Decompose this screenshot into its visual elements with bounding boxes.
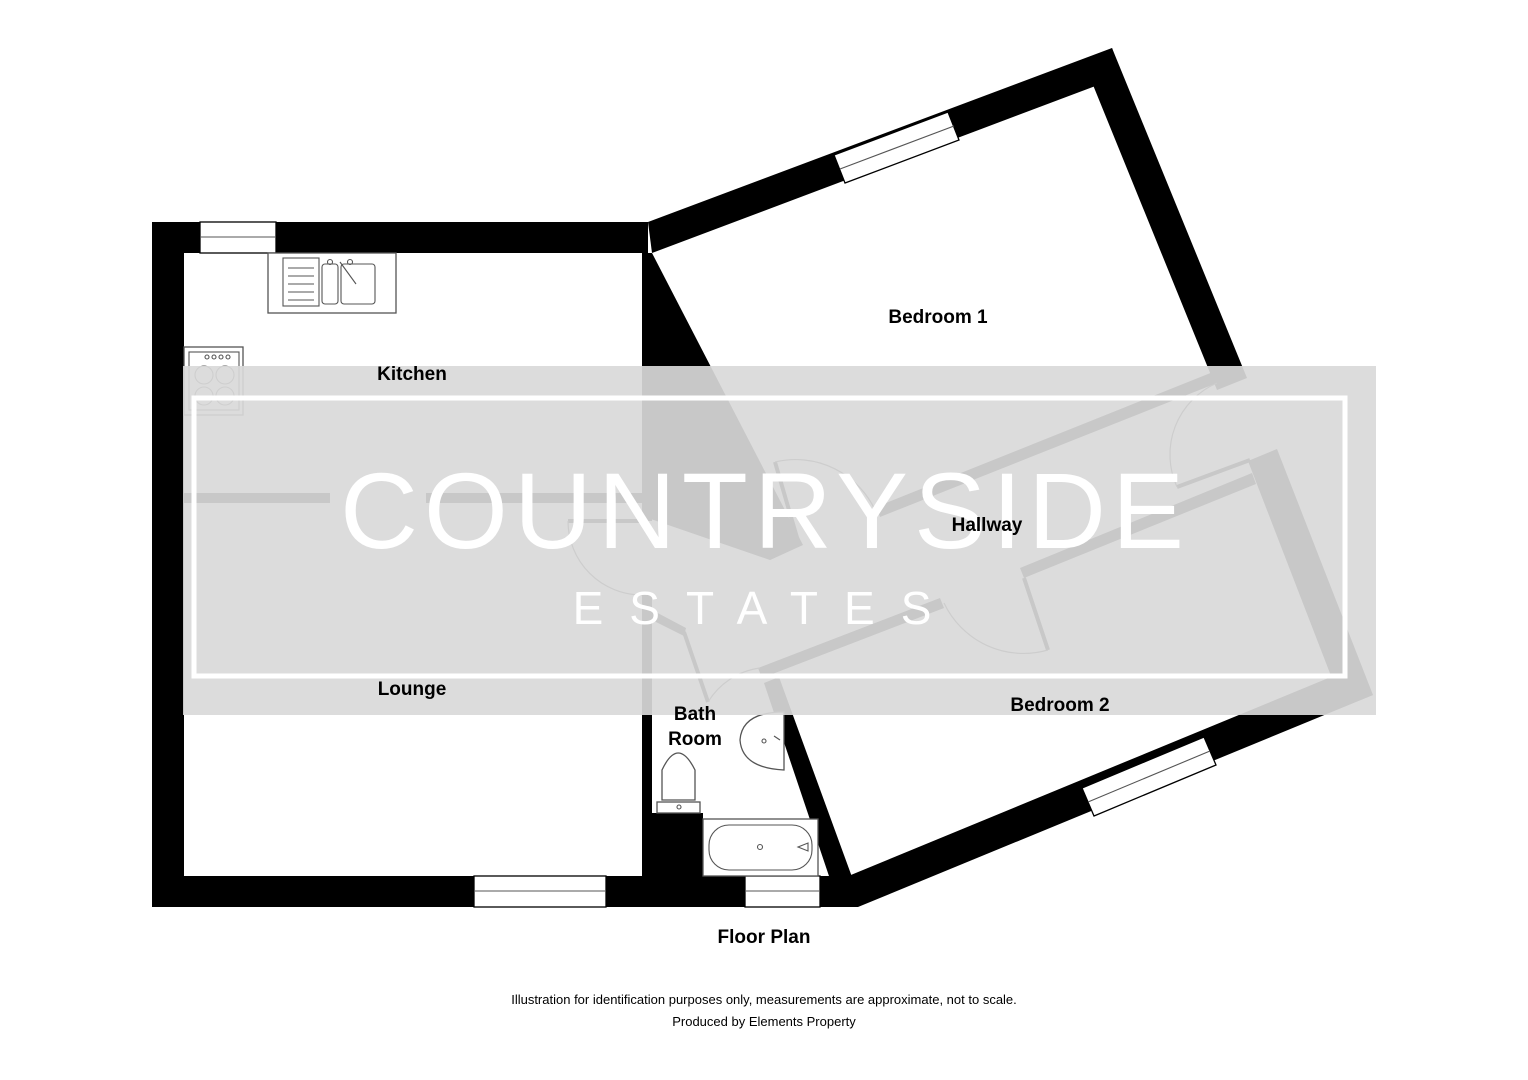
room-label-bathroom-line1: Bath <box>674 704 716 725</box>
watermark-subtitle: ESTATES <box>573 582 958 634</box>
wall-bedroom1-right <box>1093 48 1247 390</box>
room-label-kitchen: Kitchen <box>377 364 447 385</box>
room-label-lounge: Lounge <box>378 679 447 700</box>
bath-icon <box>702 818 819 877</box>
producer-text: Produced by Elements Property <box>672 1014 856 1029</box>
watermark: COUNTRYSIDE ESTATES <box>183 366 1376 715</box>
room-label-bedroom1: Bedroom 1 <box>888 307 988 328</box>
wall-bath-block <box>652 813 703 876</box>
wall-left <box>152 222 184 907</box>
windows <box>199 111 1217 908</box>
disclaimer-text: Illustration for identification purposes… <box>511 992 1017 1007</box>
sink-icon <box>267 252 397 314</box>
basin-icon <box>739 711 785 771</box>
watermark-frame <box>191 395 1348 679</box>
room-labels: Kitchen Lounge Bedroom 1 Bedroom 2 Hallw… <box>377 307 1109 750</box>
wall-lounge-east <box>642 595 652 876</box>
watermark-band <box>183 366 1376 715</box>
wall-bedroom2-left <box>764 677 852 885</box>
room-label-bedroom2: Bedroom 2 <box>1010 695 1109 716</box>
toilet-icon <box>656 752 701 814</box>
room-label-hallway: Hallway <box>952 515 1023 536</box>
room-label-bathroom-line2: Room <box>668 729 722 750</box>
plan-title: Floor Plan <box>717 927 811 948</box>
watermark-brand: COUNTRYSIDE <box>340 450 1190 571</box>
